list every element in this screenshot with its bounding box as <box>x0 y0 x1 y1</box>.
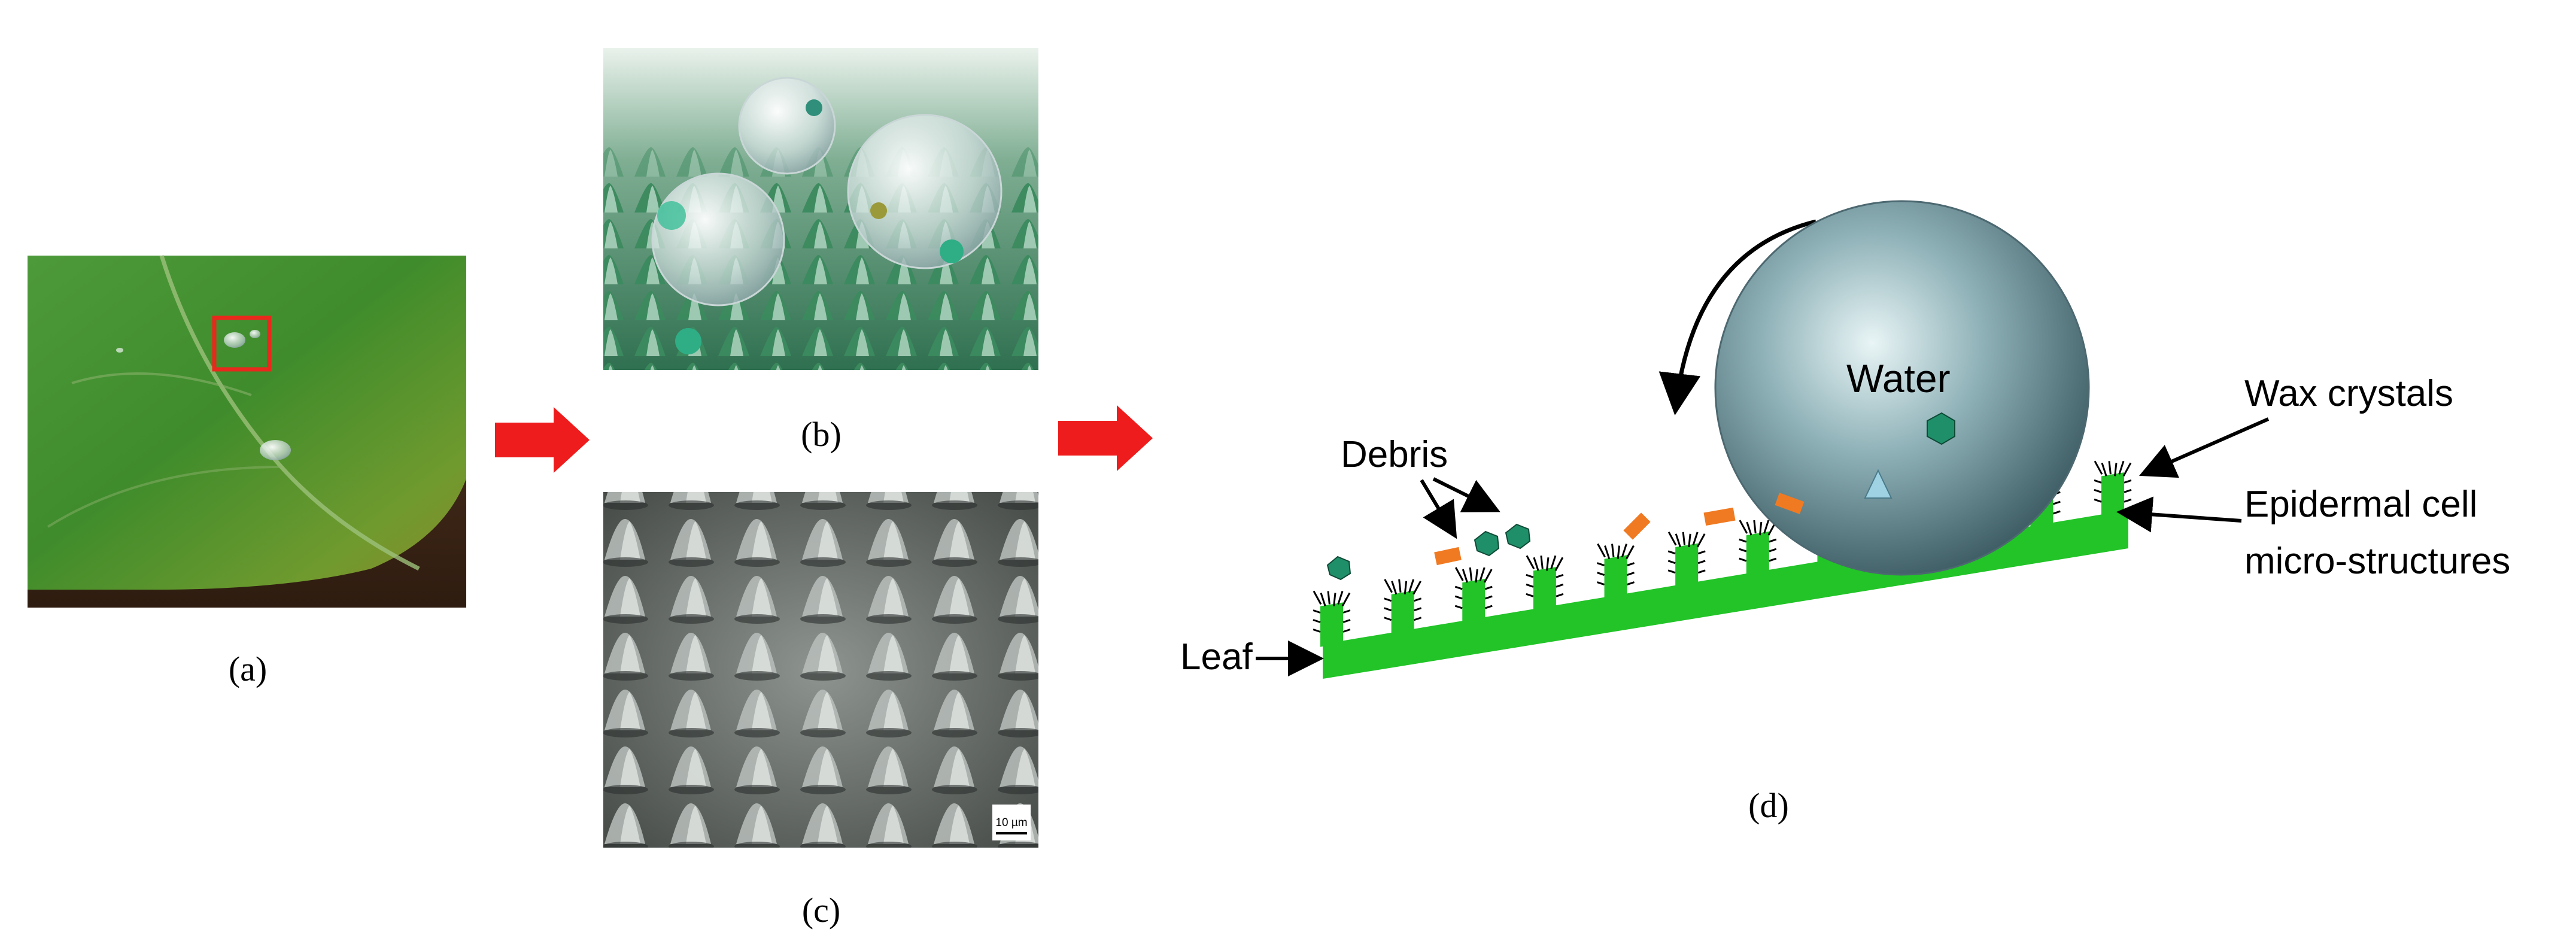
caption-a: (a) <box>229 649 267 688</box>
epidermal-pillar <box>1391 590 1414 635</box>
epidermal-arrow <box>2116 496 2242 533</box>
debris-arrow <box>1432 477 1500 512</box>
water-droplet <box>116 348 123 353</box>
dirt-particle <box>657 201 686 230</box>
epidermal-pillar <box>1533 567 1556 612</box>
dirt-particle <box>675 328 701 354</box>
caption-b: (b) <box>801 415 842 454</box>
rotation-arrow <box>1658 219 1816 415</box>
water-droplet <box>651 172 785 306</box>
debris-particle <box>1623 512 1651 540</box>
debris-particle <box>1505 523 1531 550</box>
panel-d: Water Debris Wax crystals Epidermal cell… <box>1180 200 2510 825</box>
debris-label: Debris <box>1341 434 1448 475</box>
dirt-particle <box>806 99 822 116</box>
dirt-particle <box>940 239 964 263</box>
panel-b: (b) <box>603 48 1038 454</box>
wax-arrow <box>2139 417 2270 478</box>
panel-a: (a) <box>28 254 466 688</box>
debris-arrow <box>1420 479 1457 539</box>
wax-crystal-tuft <box>1526 555 1564 597</box>
epidermal-label-line1: Epidermal cell <box>2244 484 2477 525</box>
debris-particle <box>1434 547 1462 566</box>
caption-c: (c) <box>802 891 840 930</box>
wax-crystals-label: Wax crystals <box>2244 373 2453 414</box>
epidermal-pillar <box>1320 602 1343 647</box>
water-droplet <box>738 77 836 175</box>
epidermal-label-line2: micro-structures <box>2244 541 2510 582</box>
sem-papillae <box>603 492 1038 848</box>
debris-particle <box>1775 493 1805 514</box>
leaf-vein <box>159 254 420 571</box>
epidermal-pillar <box>1462 578 1486 624</box>
red-arrow-2 <box>1058 405 1153 471</box>
wax-crystal-tuft <box>1384 579 1422 621</box>
water-droplet <box>260 440 291 460</box>
debris-particle <box>1864 469 1892 499</box>
scale-bar-label: 10 µm <box>995 817 1027 829</box>
debris-particle <box>1326 556 1351 581</box>
wax-crystal-tuft <box>1739 520 1777 562</box>
red-arrow-1 <box>495 407 590 473</box>
debris-particle <box>1703 507 1736 526</box>
caption-d: (d) <box>1748 786 1789 825</box>
debris-particle <box>1474 530 1500 557</box>
epidermal-pillar <box>1746 531 1769 576</box>
wax-crystal-tuft <box>1597 543 1635 585</box>
debris-particle <box>1927 412 1955 445</box>
epidermal-pillar <box>1675 543 1699 588</box>
wax-crystal-tuft <box>1667 532 1706 574</box>
water-droplet <box>847 114 1003 269</box>
wax-crystal-tuft <box>1313 590 1351 633</box>
leaf-vein <box>47 466 282 528</box>
epidermal-pillar <box>1604 555 1627 600</box>
epidermal-pillar <box>2101 472 2124 517</box>
wax-crystal-tuft <box>1454 567 1493 609</box>
water-label: Water <box>1846 356 1951 400</box>
leaf-label: Leaf <box>1180 636 1253 678</box>
panel-c: 10 µm (c) <box>603 492 1038 930</box>
water-drop <box>1714 200 2090 576</box>
water-droplet <box>250 330 260 338</box>
leaf-vein <box>71 372 252 396</box>
dirt-particle <box>870 202 887 219</box>
water-droplet <box>224 332 245 348</box>
highlight-box <box>212 315 272 372</box>
